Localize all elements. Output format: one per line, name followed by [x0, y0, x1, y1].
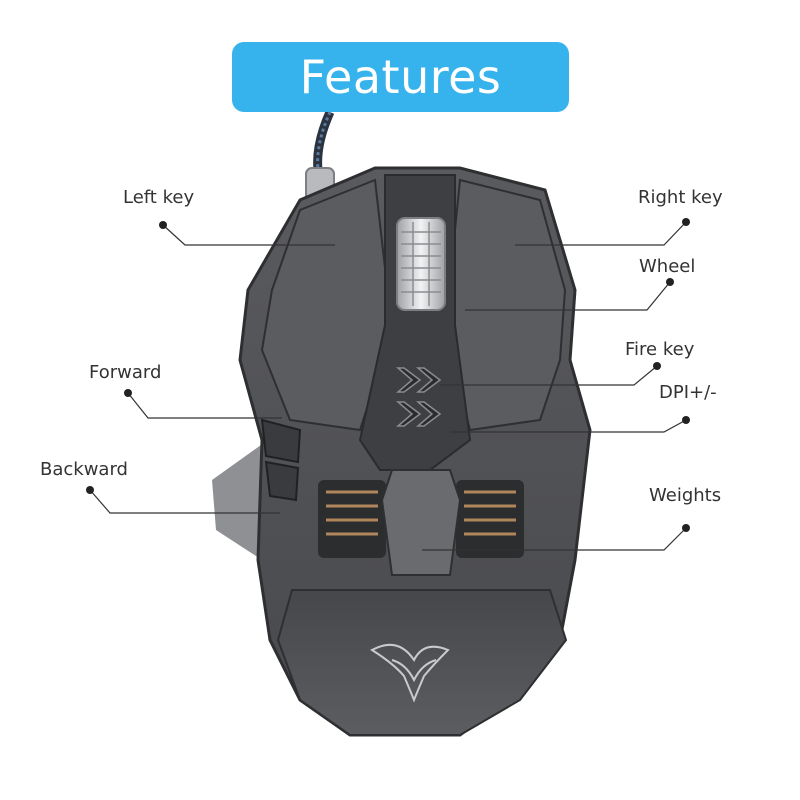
callout-wheel: Wheel	[639, 256, 696, 277]
dot-left-key	[159, 221, 167, 229]
callout-left-key: Left key	[123, 187, 195, 208]
callout-fire-key: Fire key	[625, 339, 695, 360]
features-banner: Features	[232, 42, 569, 112]
leader-weights	[422, 527, 687, 551]
fire-key-button	[395, 367, 442, 393]
callout-backward: Backward	[40, 459, 128, 480]
leader-fire-key	[440, 365, 658, 386]
dot-right-key	[682, 218, 690, 226]
phoenix-logo-icon	[370, 643, 450, 703]
callout-dots	[86, 218, 690, 532]
dot-fire-key	[653, 362, 661, 370]
leader-forward	[127, 392, 282, 419]
callout-weights: Weights	[649, 485, 722, 506]
forward-button	[260, 418, 302, 464]
callout-lines	[89, 221, 687, 551]
callout-forward: Forward	[89, 362, 162, 383]
dot-wheel	[666, 278, 674, 286]
weights-compartment	[318, 469, 524, 576]
dot-forward	[124, 389, 132, 397]
palm-rest	[276, 589, 568, 736]
leader-wheel	[465, 281, 671, 311]
callout-right-key: Right key	[638, 187, 723, 208]
scroll-wheel	[396, 217, 446, 311]
dot-weights	[682, 524, 690, 532]
dot-backward	[86, 486, 94, 494]
callout-dpi: DPI+/-	[659, 382, 717, 403]
leader-dpi	[450, 419, 687, 433]
leader-right-key	[515, 221, 687, 246]
backward-button	[264, 460, 300, 502]
features-title: Features	[299, 50, 502, 104]
leader-backward	[89, 489, 280, 514]
leader-left-key	[162, 224, 335, 246]
left-button	[260, 178, 394, 432]
dot-dpi	[682, 416, 690, 424]
dpi-button	[395, 401, 442, 427]
